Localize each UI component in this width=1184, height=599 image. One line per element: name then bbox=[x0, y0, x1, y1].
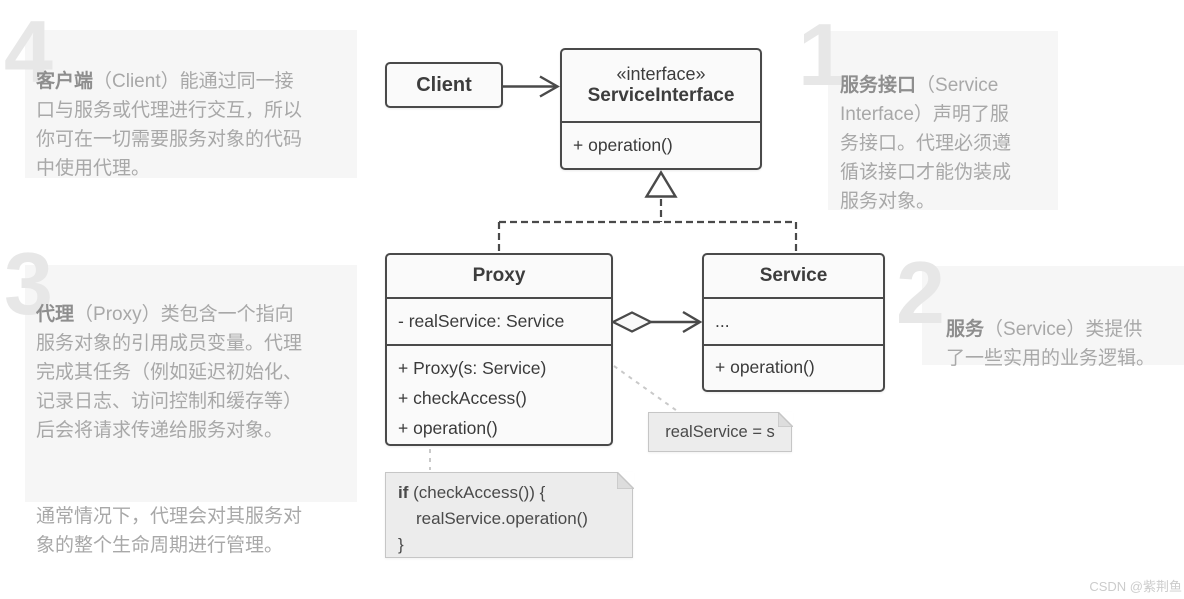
assignment-note-text: realService = s bbox=[665, 422, 775, 441]
annotation-3-panel bbox=[25, 265, 357, 502]
service-interface-class-box: «interface» ServiceInterface + operation… bbox=[560, 48, 762, 170]
annotation-1-text: 服务接口（Service Interface）声明了服 务接口。代理必须遵 循该… bbox=[840, 42, 1050, 216]
proxy-attribute: - realService: Service bbox=[387, 297, 611, 344]
proxy-method-operation: + operation() bbox=[398, 418, 498, 438]
annotation-3-term: 代理 bbox=[36, 304, 75, 325]
client-class-title: Client bbox=[416, 73, 472, 96]
service-interface-header: «interface» ServiceInterface bbox=[562, 50, 760, 121]
annotation-2-body: （Service）类提供 了一些实用的业务逻辑。 bbox=[946, 319, 1156, 369]
annotation-3-paragraph-1: 代理（Proxy）类包含一个指向 服务对象的引用成员变量。代理 完成其任务（例如… bbox=[36, 300, 354, 445]
service-interface-stereotype: «interface» bbox=[616, 64, 706, 84]
service-interface-name: ServiceInterface bbox=[587, 85, 735, 106]
proxy-class-box: Proxy - realService: Service + Proxy(s: … bbox=[385, 253, 613, 446]
annotation-number-1: 1 bbox=[798, 5, 847, 104]
proxy-method-checkaccess: + checkAccess() bbox=[398, 388, 527, 408]
code-line-1: if (checkAccess()) { bbox=[398, 480, 620, 506]
annotation-1-term: 服务接口 bbox=[840, 75, 917, 96]
code-note: if (checkAccess()) { realService.operati… bbox=[385, 471, 634, 558]
client-class-box: Client bbox=[385, 62, 503, 108]
service-attribute: ... bbox=[704, 297, 883, 344]
annotation-1-panel bbox=[828, 31, 1058, 210]
service-class-title: Service bbox=[759, 265, 828, 286]
code-keyword-if: if bbox=[398, 483, 409, 502]
code-line-2: realService.operation() bbox=[416, 509, 588, 528]
aggregation-arrowhead-icon bbox=[682, 310, 703, 334]
annotation-3-paragraph-2: 通常情况下，代理会对其服务对 象的整个生命周期进行管理。 bbox=[36, 506, 303, 556]
csdn-watermark: CSDN @紫荆鱼 bbox=[1089, 579, 1182, 594]
proxy-class-title: Proxy bbox=[472, 265, 526, 286]
annotation-4-term: 客户端 bbox=[36, 71, 94, 92]
code-line-3: } bbox=[398, 535, 404, 554]
annotation-number-3: 3 bbox=[4, 234, 53, 333]
service-method: + operation() bbox=[704, 344, 883, 389]
annotation-4-body: （Client）能通过同一接 口与服务或代理进行交互，所以 你可在一切需要服务对… bbox=[36, 71, 303, 179]
annotation-2-term: 服务 bbox=[946, 319, 985, 340]
note-fold-icon bbox=[777, 411, 793, 427]
annotation-2-text: 服务（Service）类提供 了一些实用的业务逻辑。 bbox=[946, 286, 1176, 373]
annotation-3-body: （Proxy）类包含一个指向 服务对象的引用成员变量。代理 完成其任务（例如延迟… bbox=[36, 304, 303, 441]
proxy-methods: + Proxy(s: Service) + checkAccess() + op… bbox=[387, 344, 611, 443]
service-class-box: Service ... + operation() bbox=[702, 253, 885, 392]
assignment-note: realService = s bbox=[648, 411, 793, 452]
annotation-4-text: 客户端（Client）能通过同一接 口与服务或代理进行交互，所以 你可在一切需要… bbox=[36, 38, 354, 183]
code-line-1-rest: (checkAccess()) { bbox=[408, 483, 546, 502]
annotation-number-2: 2 bbox=[896, 243, 945, 342]
annotation-3-text: 代理（Proxy）类包含一个指向 服务对象的引用成员变量。代理 完成其任务（例如… bbox=[36, 271, 354, 589]
annotation-1-body: （Service Interface）声明了服 务接口。代理必须遵 循该接口才能… bbox=[840, 75, 1012, 212]
annotation-number-4: 4 bbox=[4, 2, 53, 101]
annotation-4-panel bbox=[25, 30, 357, 178]
aggregation-diamond-icon bbox=[610, 311, 654, 333]
inheritance-triangle-icon bbox=[644, 170, 678, 198]
assignment-note-connector bbox=[613, 365, 681, 414]
note-fold-icon bbox=[616, 471, 634, 489]
client-association-arrowhead-icon bbox=[539, 75, 560, 98]
service-interface-method: + operation() bbox=[562, 121, 760, 167]
proxy-method-constructor: + Proxy(s: Service) bbox=[398, 358, 547, 378]
annotation-2-panel bbox=[922, 266, 1184, 365]
